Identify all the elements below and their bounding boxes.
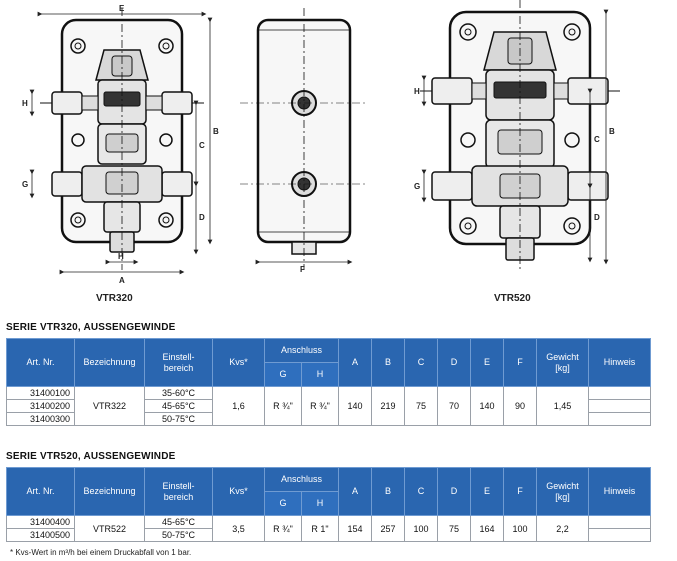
- cell-hinweis: [588, 515, 651, 529]
- cell-kvs: 1,6: [212, 386, 265, 426]
- dim-label-b-520: B: [609, 127, 615, 136]
- cell-b: 219: [371, 386, 405, 426]
- cell-bereich: 45-65°C: [144, 399, 213, 413]
- caption-vtr320: VTR320: [96, 293, 133, 304]
- header-b: B: [371, 467, 405, 516]
- header-g: G: [264, 491, 302, 516]
- section-title-vtr320: SERIE VTR320, AUSSENGEWINDE: [6, 322, 176, 333]
- dim-label-g-520: G: [414, 182, 420, 191]
- header-kvs: Kvs*: [212, 338, 265, 387]
- header-anschluss: Anschluss: [264, 467, 339, 492]
- dim-label-d: D: [199, 213, 205, 222]
- cell-bereich: 50-75°C: [144, 528, 213, 542]
- header-bezeichnung: Bezeichnung: [74, 338, 145, 387]
- vtr320-front-view: [40, 8, 204, 270]
- header-h: H: [301, 362, 339, 387]
- cell-gewicht: 2,2: [536, 515, 589, 542]
- cell-g: R ¾": [264, 515, 302, 542]
- cell-hinweis: [588, 412, 651, 426]
- header-h: H: [301, 491, 339, 516]
- header-e: E: [470, 467, 504, 516]
- header-gewicht: Gewicht [kg]: [536, 467, 589, 516]
- cell-g: R ¾": [264, 386, 302, 426]
- cell-hinweis: [588, 528, 651, 542]
- cell-hinweis: [588, 399, 651, 413]
- header-c: C: [404, 467, 438, 516]
- cell-bezeichnung: VTR522: [74, 515, 145, 542]
- dim-label-h-bottom: H: [118, 252, 124, 261]
- header-f: F: [503, 338, 537, 387]
- side-view: [240, 8, 366, 270]
- dim-label-e: E: [119, 4, 125, 13]
- cell-e: 140: [470, 386, 504, 426]
- cell-art-nr: 31400400: [6, 515, 75, 529]
- cell-b: 257: [371, 515, 405, 542]
- header-d: D: [437, 467, 471, 516]
- header-gewicht: Gewicht [kg]: [536, 338, 589, 387]
- header-anschluss: Anschluss: [264, 338, 339, 363]
- cell-d: 70: [437, 386, 471, 426]
- cell-bereich: 35-60°C: [144, 386, 213, 400]
- cell-a: 140: [338, 386, 372, 426]
- cell-bezeichnung: VTR322: [74, 386, 145, 426]
- header-art-nr: Art. Nr.: [6, 467, 75, 516]
- header-g: G: [264, 362, 302, 387]
- header-a: A: [338, 467, 372, 516]
- dim-label-h-520: H: [414, 87, 420, 96]
- cell-h: R 1": [301, 515, 339, 542]
- cell-c: 100: [404, 515, 438, 542]
- footnote: * Kvs-Wert in m³/h bei einem Druckabfall…: [10, 548, 192, 557]
- header-a: A: [338, 338, 372, 387]
- cell-bereich: 50-75°C: [144, 412, 213, 426]
- dim-label-c: C: [199, 141, 205, 150]
- dim-label-a: A: [119, 276, 125, 285]
- header-f: F: [503, 467, 537, 516]
- vtr520-front-view: [420, 0, 620, 272]
- cell-c: 75: [404, 386, 438, 426]
- dim-label-c-520: C: [594, 135, 600, 144]
- header-d: D: [437, 338, 471, 387]
- cell-f: 100: [503, 515, 537, 542]
- header-bezeichnung: Bezeichnung: [74, 467, 145, 516]
- cell-hinweis: [588, 386, 651, 400]
- spec-table-vtr520: Art. Nr. Bezeichnung Einstell- bereich K…: [6, 467, 651, 542]
- cell-gewicht: 1,45: [536, 386, 589, 426]
- cell-art-nr: 31400200: [6, 399, 75, 413]
- header-hinweis: Hinweis: [588, 338, 651, 387]
- technical-drawings: E A H B C D H G F: [22, 0, 620, 285]
- cell-f: 90: [503, 386, 537, 426]
- cell-a: 154: [338, 515, 372, 542]
- cell-h: R ¾": [301, 386, 339, 426]
- header-einstellbereich: Einstell- bereich: [144, 467, 213, 516]
- dim-label-g: G: [22, 180, 28, 189]
- dim-label-f: F: [300, 265, 305, 274]
- header-art-nr: Art. Nr.: [6, 338, 75, 387]
- header-e: E: [470, 338, 504, 387]
- cell-art-nr: 31400300: [6, 412, 75, 426]
- header-einstellbereich: Einstell- bereich: [144, 338, 213, 387]
- cell-e: 164: [470, 515, 504, 542]
- dim-label-b: B: [213, 127, 219, 136]
- caption-vtr520: VTR520: [494, 293, 531, 304]
- header-c: C: [404, 338, 438, 387]
- header-b: B: [371, 338, 405, 387]
- dim-label-d-520: D: [594, 213, 600, 222]
- section-title-vtr520: SERIE VTR520, AUSSENGEWINDE: [6, 451, 176, 462]
- dim-label-h: H: [22, 99, 28, 108]
- cell-bereich: 45-65°C: [144, 515, 213, 529]
- cell-art-nr: 31400500: [6, 528, 75, 542]
- spec-table-vtr320: Art. Nr. Bezeichnung Einstell- bereich K…: [6, 338, 651, 426]
- cell-art-nr: 31400100: [6, 386, 75, 400]
- cell-d: 75: [437, 515, 471, 542]
- header-kvs: Kvs*: [212, 467, 265, 516]
- header-hinweis: Hinweis: [588, 467, 651, 516]
- cell-kvs: 3,5: [212, 515, 265, 542]
